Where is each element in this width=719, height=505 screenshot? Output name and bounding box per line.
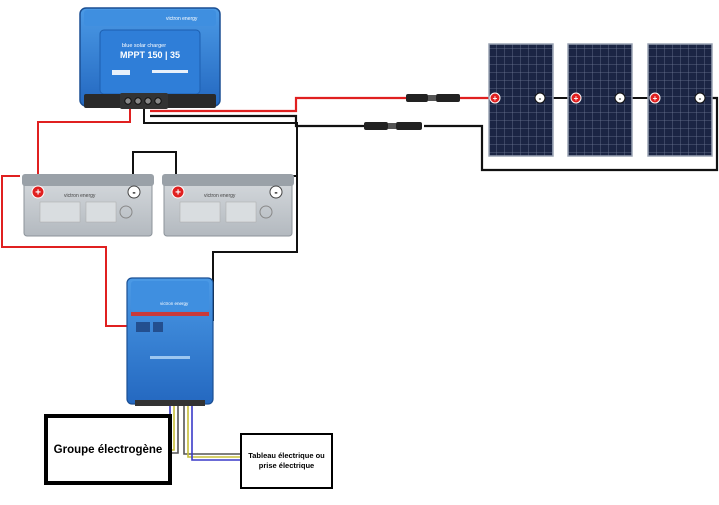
electrical-panel-label-box: Tableau électrique ou prise électrique	[240, 433, 333, 489]
generator-label: Groupe électrogène	[53, 443, 163, 456]
svg-text:-: -	[699, 94, 702, 103]
battery-1-positive-terminal: +	[31, 185, 45, 199]
generator-label-box: Groupe électrogène	[44, 414, 172, 485]
panel-3-positive-terminal: +	[649, 92, 661, 104]
pv-positive-wire	[150, 96, 408, 113]
svg-text:-: -	[619, 94, 622, 103]
svg-text:+: +	[653, 94, 658, 103]
mc4-connector-positive	[406, 94, 460, 102]
panel-3-negative-terminal: -	[694, 92, 706, 104]
battery-series-link	[132, 151, 177, 181]
svg-text:+: +	[493, 94, 498, 103]
battery-inverter-positive	[1, 175, 131, 327]
inverter-brand: victron energy	[160, 301, 189, 306]
svg-text:-: -	[539, 94, 542, 103]
battery-2: victron energy	[162, 174, 294, 237]
inverter-charger: victron energy	[126, 277, 214, 406]
svg-text:-: -	[274, 188, 277, 199]
svg-text:+: +	[574, 94, 579, 103]
battery-2-brand: victron energy	[204, 193, 236, 199]
battery-2-positive-terminal: +	[171, 185, 185, 199]
battery-2-negative-terminal: -	[269, 185, 283, 199]
panel-ac-wires	[183, 400, 242, 461]
mppt-charge-controller: victron energy blue solar charger MPPT 1…	[79, 7, 221, 109]
panel-2-negative-terminal: -	[614, 92, 626, 104]
panel-1-negative-terminal: -	[534, 92, 546, 104]
pv-negative-wire	[150, 114, 364, 128]
panel-1-positive-terminal: +	[489, 92, 501, 104]
pv-negative-return	[424, 96, 719, 172]
svg-text:+: +	[175, 188, 181, 199]
charger-line1: blue solar charger	[122, 43, 166, 49]
charger-line2: MPPT 150 | 35	[120, 50, 180, 60]
panel-2-positive-terminal: +	[570, 92, 582, 104]
battery-1-negative-terminal: -	[127, 185, 141, 199]
mc4-connector-negative	[364, 122, 422, 130]
charger-battery-positive	[37, 108, 131, 180]
svg-text:-: -	[132, 188, 135, 199]
electrical-panel-label: Tableau électrique ou prise électrique	[248, 450, 325, 470]
charger-brand: victron energy	[166, 16, 198, 22]
svg-text:+: +	[35, 188, 41, 199]
battery-1-brand: victron energy	[64, 193, 96, 199]
battery-1: victron energy	[22, 174, 154, 237]
